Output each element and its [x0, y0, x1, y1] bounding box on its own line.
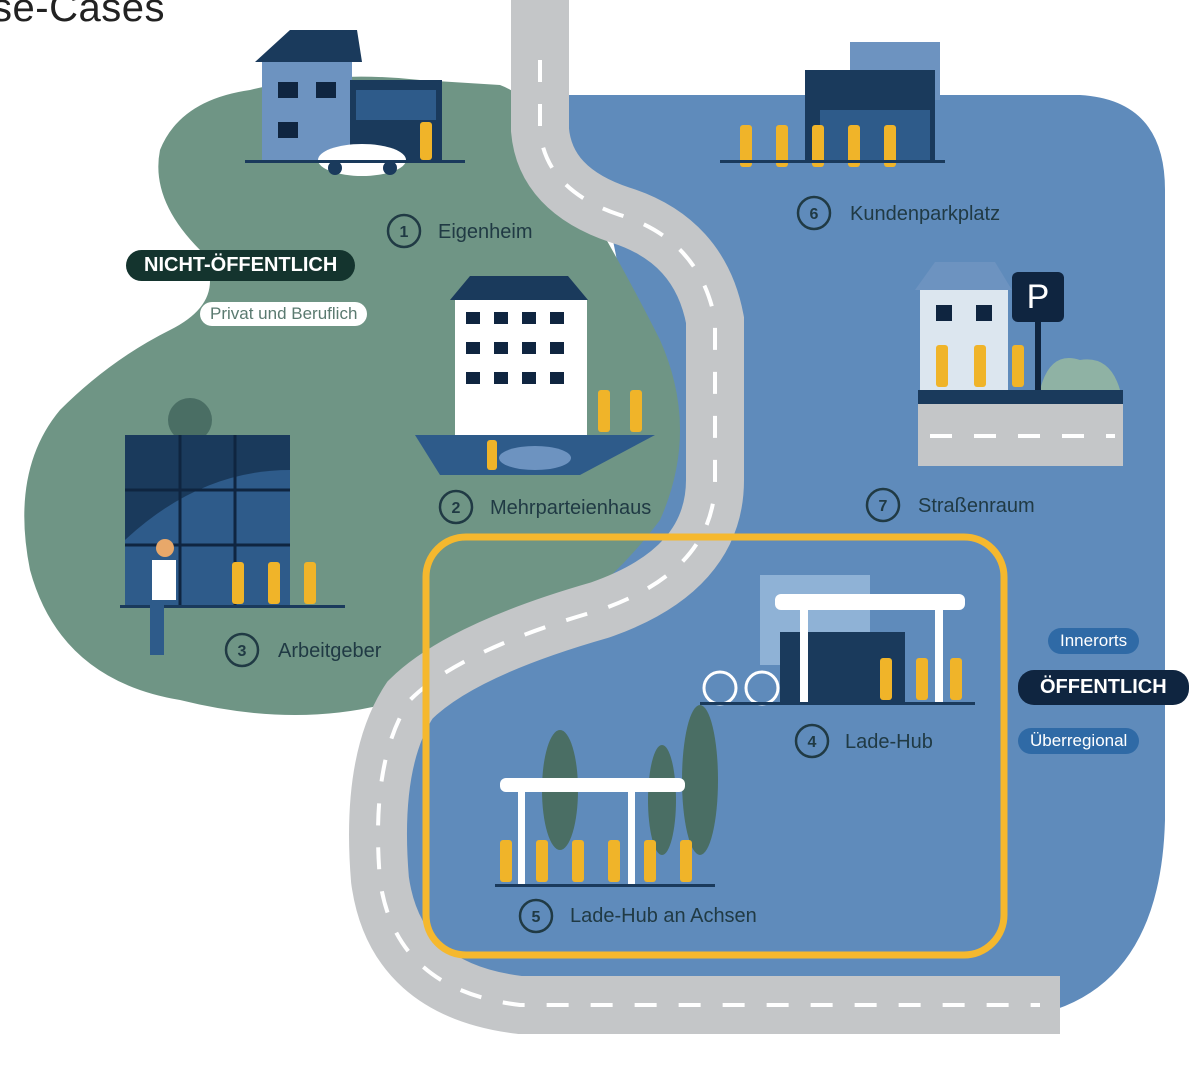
use-case-label: Mehrparteienhaus — [490, 497, 651, 519]
use-case-label: Kundenparkplatz — [850, 203, 1000, 225]
use-case-number: 3 — [238, 643, 247, 660]
use-case-2: 2 Mehrparteienhaus — [438, 489, 651, 525]
apartment-illustration — [415, 276, 655, 475]
use-case-1: 1 Eigenheim — [386, 213, 533, 249]
use-case-number: 5 — [532, 909, 541, 926]
public-sub-badge-ueberregional: Überregional — [1018, 728, 1140, 754]
house-illustration — [245, 30, 465, 176]
public-sub-badge-innerorts: Innerorts — [1048, 628, 1140, 654]
use-case-number: 7 — [879, 498, 888, 515]
supermarket-illustration — [720, 42, 945, 167]
private-badge: NICHT-ÖFFENTLICH — [126, 250, 356, 281]
street-illustration — [915, 262, 1123, 466]
use-case-6: 6 Kundenparkplatz — [796, 195, 1000, 231]
use-case-label: Arbeitgeber — [278, 640, 382, 662]
use-case-label: Lade-Hub an Achsen — [570, 905, 757, 927]
use-case-5: 5 Lade-Hub an Achsen — [518, 898, 757, 934]
use-case-label: Straßenraum — [918, 495, 1035, 517]
public-badge: ÖFFENTLICH — [1018, 670, 1189, 705]
road — [349, 0, 1060, 1034]
page-title: se-Cases — [0, 0, 165, 30]
highway-hub-illustration — [495, 705, 718, 887]
use-case-label: Lade-Hub — [845, 731, 933, 753]
use-case-4: 4 Lade-Hub — [794, 723, 933, 759]
charging-hub-illustration — [700, 575, 975, 706]
highlight-frame — [422, 533, 1008, 959]
office-illustration — [120, 398, 345, 655]
use-case-7: 7 Straßenraum — [865, 487, 1035, 523]
use-case-label: Eigenheim — [438, 221, 533, 243]
use-case-number: 4 — [808, 734, 817, 751]
use-case-number: 6 — [810, 206, 819, 223]
parking-sign-icon: P — [1027, 278, 1050, 316]
use-case-number: 2 — [452, 500, 461, 517]
use-case-number: 1 — [400, 224, 409, 241]
use-case-3: 3 Arbeitgeber — [224, 632, 382, 668]
private-sub-badge: Privat und Beruflich — [200, 302, 368, 326]
